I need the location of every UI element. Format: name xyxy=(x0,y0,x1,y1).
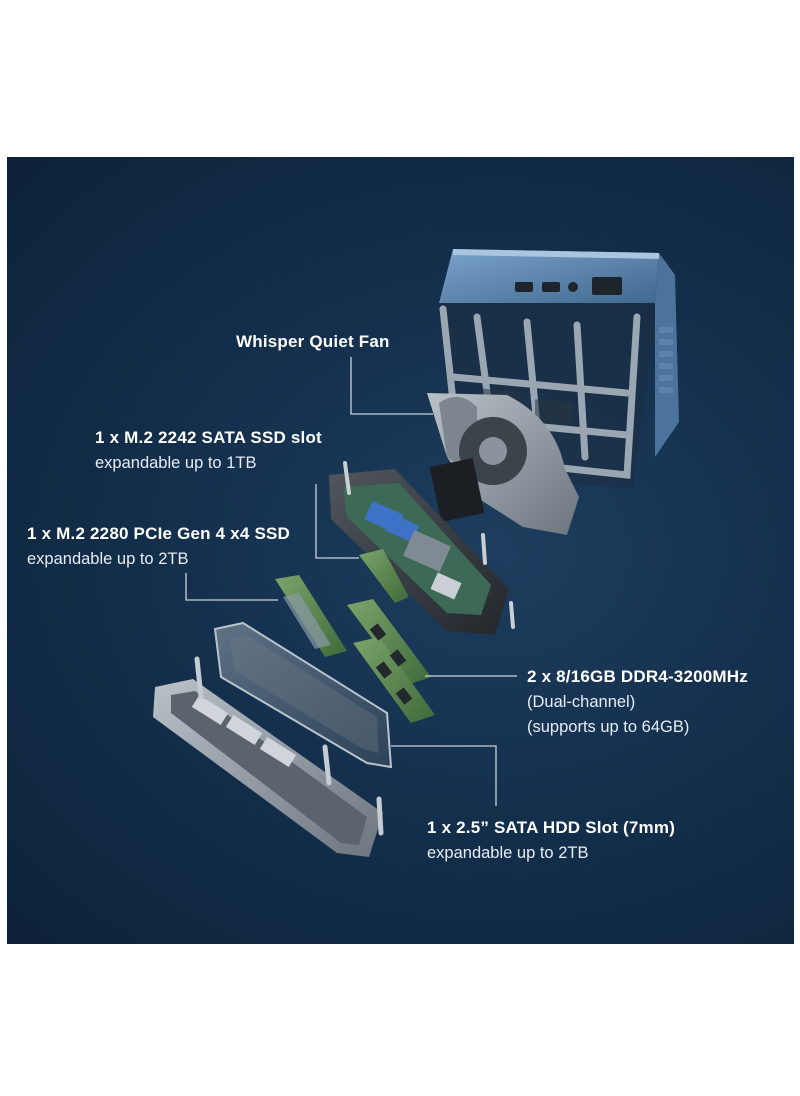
pcie-ssd-card xyxy=(275,575,347,657)
ram-modules xyxy=(347,599,435,723)
hdd-bracket xyxy=(213,621,393,769)
callout-hdd-subtitle: expandable up to 2TB xyxy=(427,844,589,862)
usb-port xyxy=(515,282,533,292)
callout-pcie-ssd-subtitle: expandable up to 2TB xyxy=(27,550,189,568)
callout-sata-ssd-subtitle: expandable up to 1TB xyxy=(95,454,257,472)
callout-hdd-title: 1 x 2.5” SATA HDD Slot (7mm) xyxy=(427,818,676,837)
callout-ram-line3: (supports up to 64GB) xyxy=(527,718,690,736)
audio-jack-icon xyxy=(568,282,578,292)
cooling-fan xyxy=(427,393,579,535)
callout-fan-title: Whisper Quiet Fan xyxy=(236,332,390,351)
callout-hdd: 1 x 2.5” SATA HDD Slot (7mm) expandable … xyxy=(427,818,675,863)
callout-pcie-ssd-title: 1 x M.2 2280 PCIe Gen 4 x4 SSD xyxy=(27,524,291,543)
bottom-plate xyxy=(153,656,384,857)
motherboard xyxy=(329,461,515,635)
usb-port xyxy=(542,282,560,292)
power-button xyxy=(592,277,622,295)
sata-ssd-card xyxy=(359,549,409,603)
callout-ram-title: 2 x 8/16GB DDR4-3200MHz xyxy=(527,667,748,686)
callout-pcie-ssd: 1 x M.2 2280 PCIe Gen 4 x4 SSD expandabl… xyxy=(27,524,290,569)
callout-fan: Whisper Quiet Fan xyxy=(236,332,390,352)
callout-ram-line2: (Dual-channel) xyxy=(527,693,636,711)
exploded-view-illustration xyxy=(153,249,679,857)
callout-sata-ssd-title: 1 x M.2 2242 SATA SSD slot xyxy=(95,428,322,447)
leader-lines xyxy=(185,357,517,806)
callout-sata-ssd: 1 x M.2 2242 SATA SSD slot expandable up… xyxy=(95,428,322,473)
product-panel: Whisper Quiet Fan 1 x M.2 2242 SATA SSD … xyxy=(7,157,794,944)
callout-ram: 2 x 8/16GB DDR4-3200MHz (Dual-channel) (… xyxy=(527,667,748,737)
usb-port xyxy=(384,513,420,543)
